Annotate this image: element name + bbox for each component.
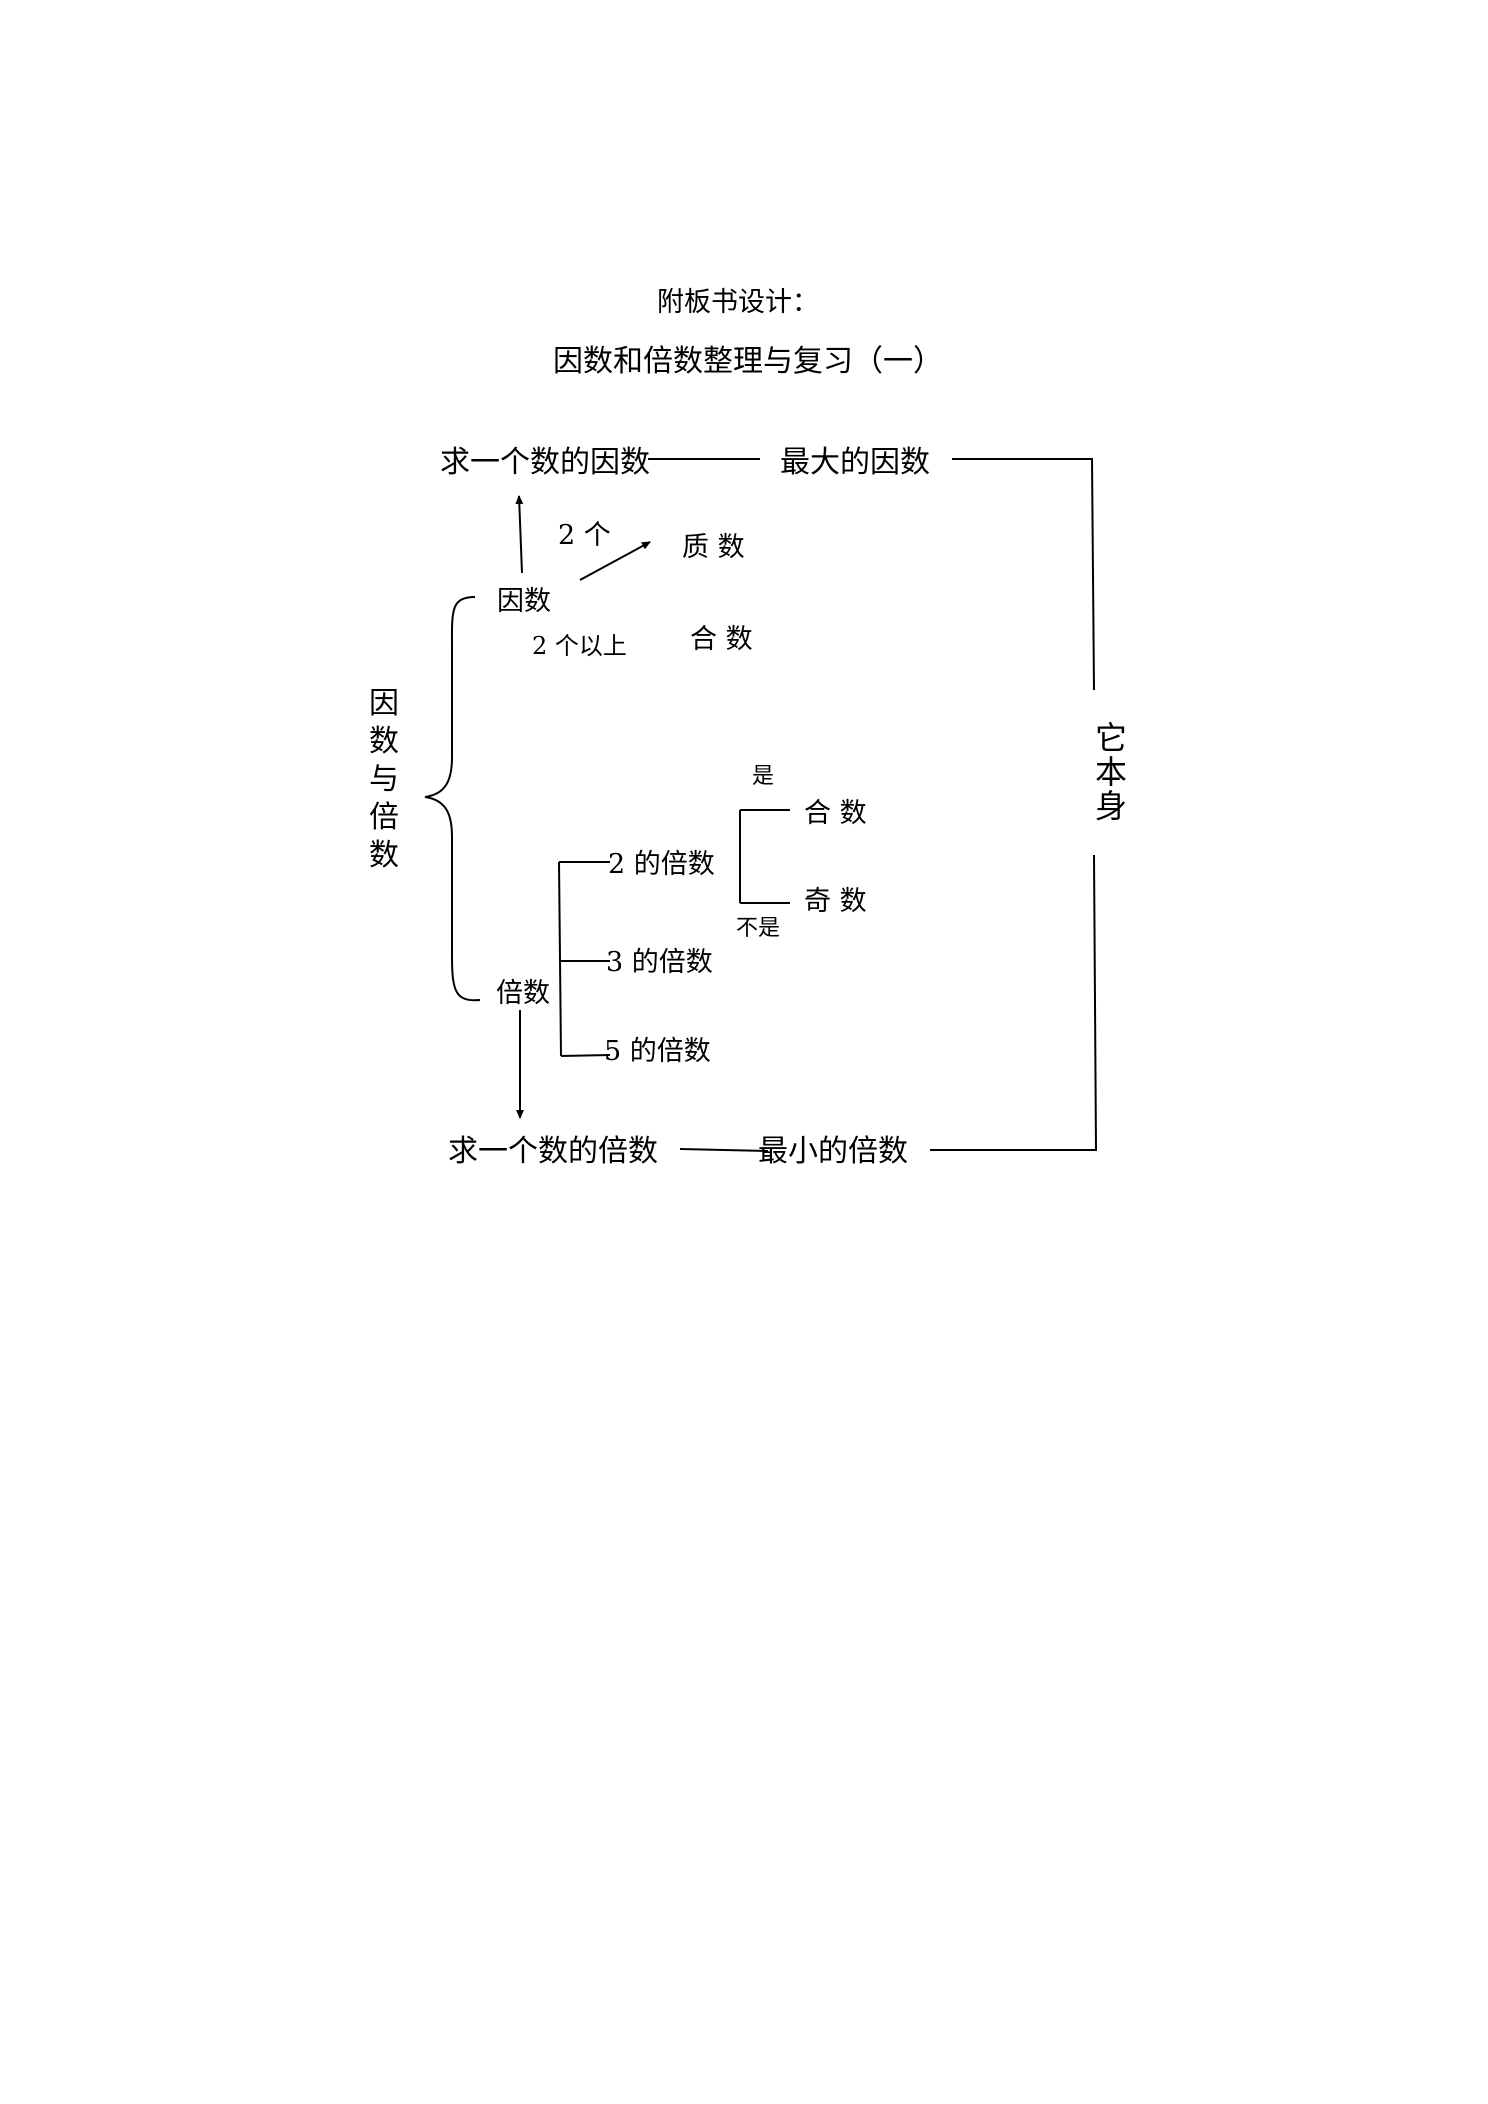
smallest-multiple-node: 最小的倍数 — [758, 1134, 908, 1169]
even-node: 合 数 — [804, 798, 867, 829]
multiple-of-5-node: 5 的倍数 — [604, 1036, 711, 1067]
composite-node: 合 数 — [690, 624, 753, 655]
page-title: 因数和倍数整理与复习（一） — [553, 344, 943, 379]
arrow-to-prime — [579, 541, 651, 581]
find-factors-node: 求一个数的因数 — [440, 445, 650, 480]
two-factors-label: 2 个 — [558, 520, 611, 551]
factor-node: 因数 — [497, 586, 551, 617]
bracket-multiples-spine — [558, 861, 562, 1057]
multiple-of-2-node: 2 的倍数 — [608, 849, 715, 880]
more-than-two-label: 2 个以上 — [532, 632, 627, 660]
largest-factor-node: 最大的因数 — [780, 445, 930, 480]
root-label-factor-and-multiple: 因 数 与 倍 数 — [369, 686, 399, 873]
line-itself-to-smallest — [930, 854, 1098, 1151]
no-label: 不是 — [736, 916, 781, 941]
yes-label: 是 — [752, 764, 775, 789]
bracket-to-5 — [560, 1054, 611, 1057]
multiple-of-3-node: 3 的倍数 — [606, 947, 713, 978]
itself-label: 它 本 身 — [1094, 719, 1127, 825]
line-find-multiple-to-smallest — [679, 1148, 769, 1152]
multiple-node: 倍数 — [496, 978, 550, 1009]
arrow-factor-up — [515, 495, 524, 574]
line-largest-to-itself — [952, 458, 1095, 691]
odd-node: 奇 数 — [804, 886, 867, 917]
prime-node: 质 数 — [682, 532, 745, 563]
main-curly-brace — [424, 596, 481, 1002]
find-multiples-node: 求一个数的倍数 — [448, 1134, 658, 1169]
board-design-label: 附板书设计： — [657, 287, 819, 318]
